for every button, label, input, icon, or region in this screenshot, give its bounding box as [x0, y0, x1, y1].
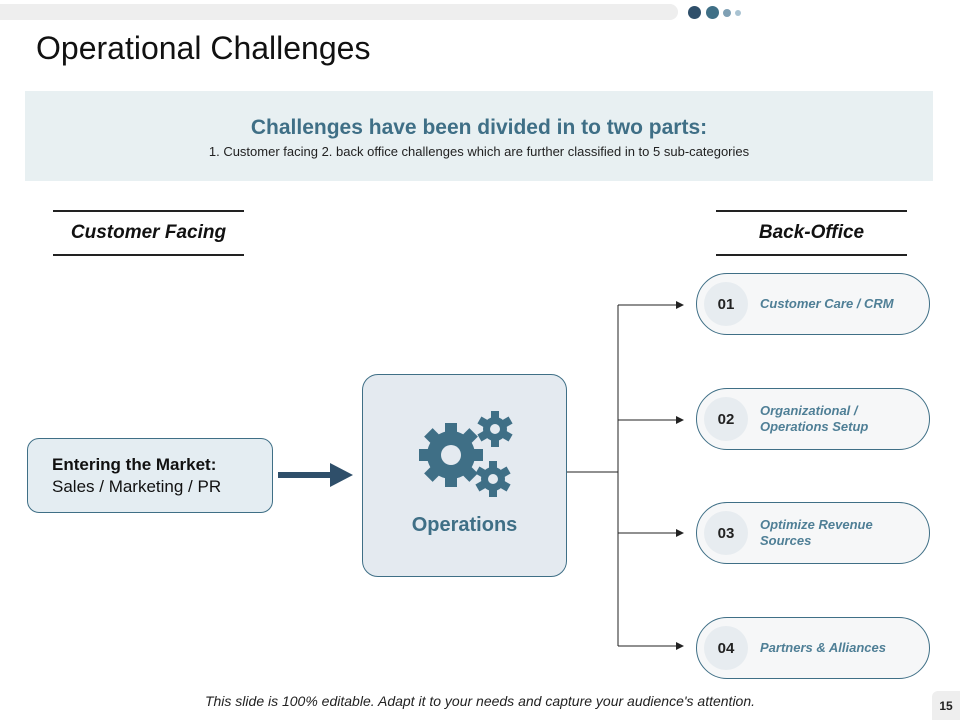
item-label: Customer Care / CRM	[760, 296, 894, 311]
gears-icon	[419, 411, 513, 497]
item-number: 01	[704, 282, 748, 326]
item-label: Optimize Revenue Sources	[760, 517, 873, 548]
back-office-item-01: 01 Customer Care / CRM	[696, 273, 930, 335]
back-office-label: Back-Office	[716, 210, 907, 256]
big-arrow	[278, 463, 353, 487]
item-label: Partners & Alliances	[760, 640, 886, 655]
item-number: 03	[704, 511, 748, 555]
back-office-item-03: 03 Optimize Revenue Sources	[696, 502, 930, 564]
operations-box: Operations	[362, 374, 567, 577]
entering-market-box: Entering the Market: Sales / Marketing /…	[27, 438, 273, 513]
back-office-item-04: 04 Partners & Alliances	[696, 617, 930, 679]
banner-heading: Challenges have been divided in to two p…	[250, 116, 708, 139]
item-label: Organizational / Operations Setup	[760, 403, 869, 434]
banner-subtext: 1. Customer facing 2. back office challe…	[208, 144, 750, 159]
slide-title: Operational Challenges	[36, 30, 371, 66]
entering-market-text: Sales / Marketing / PR	[52, 477, 222, 496]
item-number: 02	[704, 397, 748, 441]
entering-market-title: Entering the Market:	[52, 455, 217, 474]
page-number: 15	[932, 691, 960, 720]
operations-label: Operations	[411, 514, 518, 536]
back-office-item-02: 02 Organizational / Operations Setup	[696, 388, 930, 450]
top-progress-bar	[0, 4, 678, 20]
item-number: 04	[704, 626, 748, 670]
footer-note: This slide is 100% editable. Adapt it to…	[204, 693, 756, 709]
summary-banner: Challenges have been divided in to two p…	[25, 91, 933, 181]
customer-facing-label: Customer Facing	[53, 210, 244, 256]
